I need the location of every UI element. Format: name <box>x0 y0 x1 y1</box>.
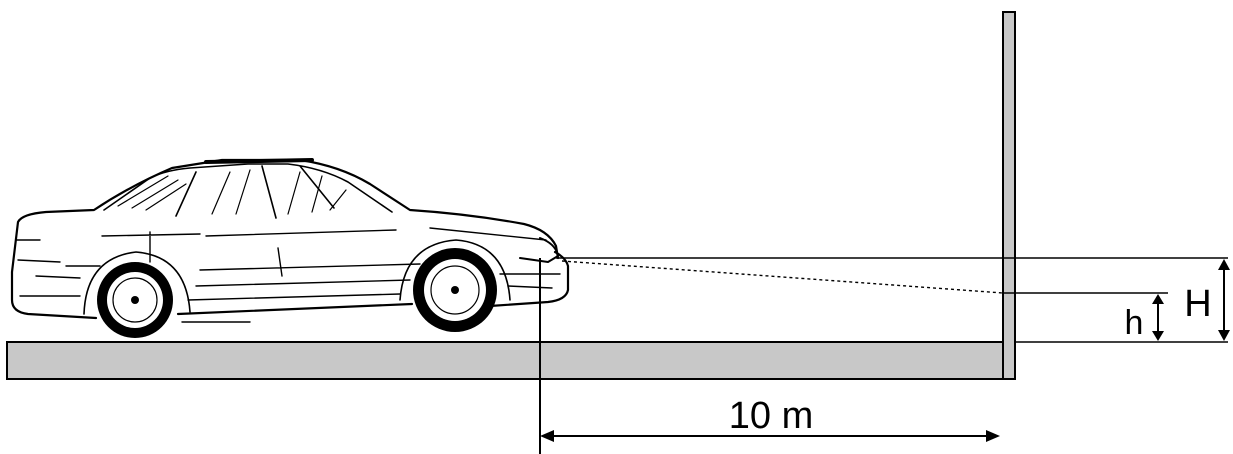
car-cabin-outline <box>103 163 393 219</box>
car-body-outline <box>10 158 570 320</box>
car-side-details <box>15 227 561 323</box>
beam-dashed-line <box>561 260 1004 294</box>
car-front-wheel <box>413 248 497 332</box>
distance-label: 10 m <box>729 395 813 437</box>
car-front-wheel-arch <box>399 239 511 301</box>
car-window-hatching <box>117 169 347 215</box>
car-rear-wheel-arch <box>83 251 191 315</box>
large-height-dimension-arrow <box>1218 259 1230 341</box>
small-height-dimension-arrow <box>1152 294 1164 341</box>
wall-screen <box>1002 11 1016 380</box>
car-roof-bar <box>204 158 314 164</box>
small-height-label: h <box>1125 304 1144 342</box>
car-illustration <box>10 158 570 323</box>
distance-dimension-arrow <box>540 430 1000 442</box>
ground-strip <box>6 341 1016 380</box>
car-headlight <box>519 237 559 263</box>
car-rear-wheel <box>97 262 173 338</box>
large-height-label: H <box>1184 283 1211 325</box>
